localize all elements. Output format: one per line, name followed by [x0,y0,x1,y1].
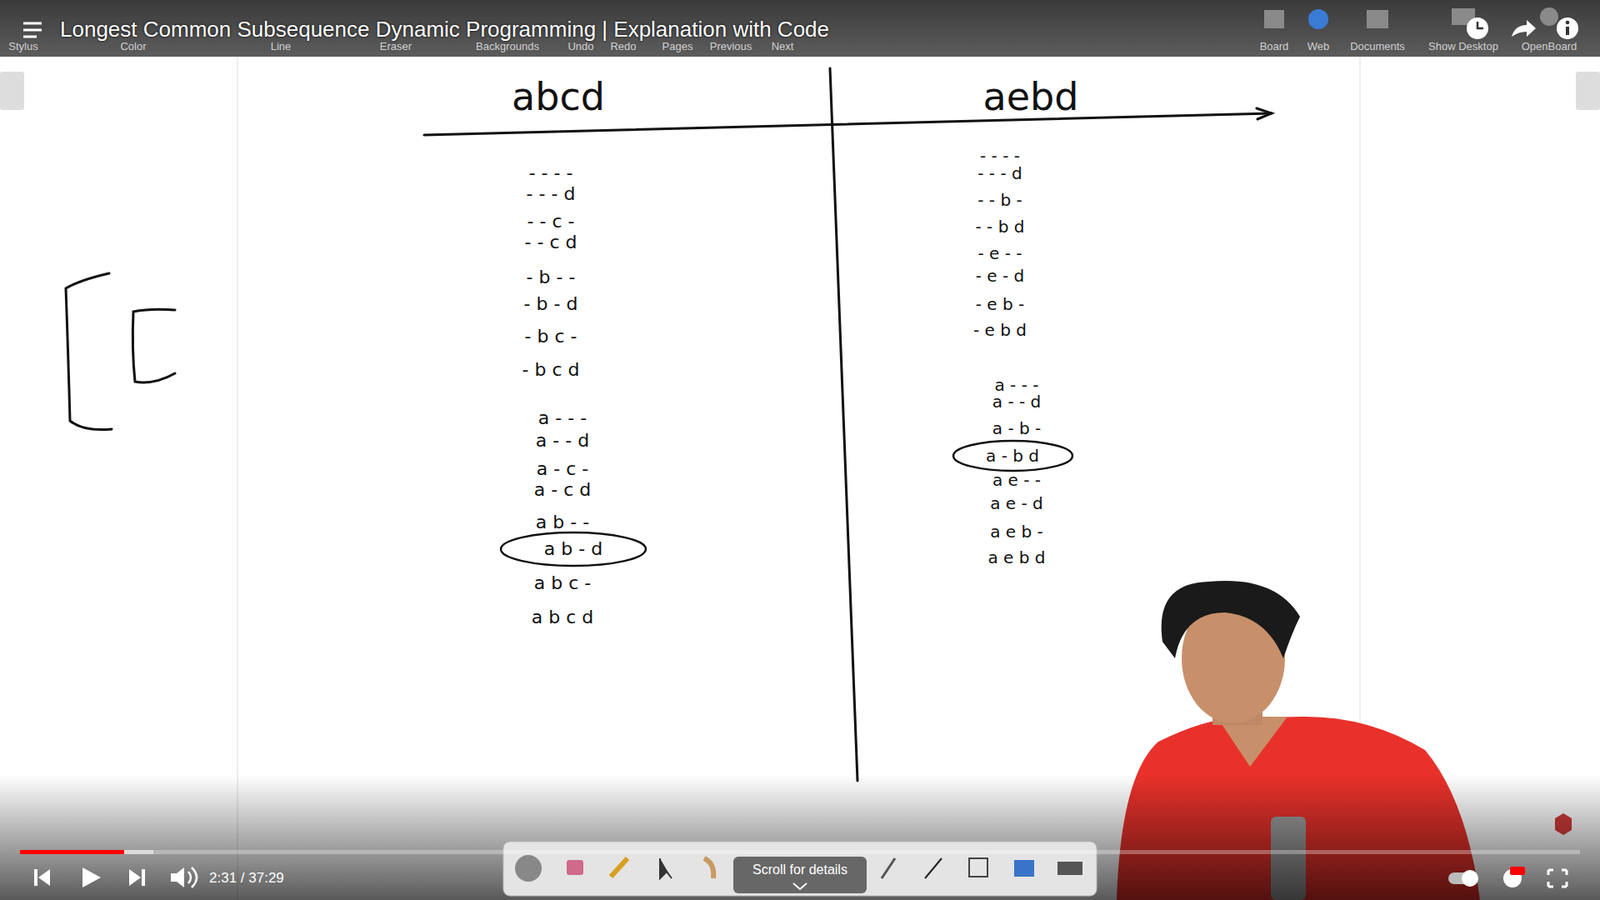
toolbar-label: Backgrounds [475,40,540,53]
menu-icon [23,23,42,37]
string-header: aebd [983,75,1080,119]
subsequence: - - b - [977,190,1022,210]
side-tab [1575,71,1600,110]
toolbar-label: Stylus [8,40,38,53]
circled-subsequence: a b - d [499,530,648,568]
subsequence: - - - d [526,184,576,205]
subsequence: - - - - [529,163,574,184]
subsequence: a - b d [985,446,1040,465]
progress-played [20,850,125,855]
subsequence: a b c - [534,573,591,594]
subsequence: a e - d [990,494,1044,513]
subsequence: a b - - [535,512,590,533]
subsequence: - - - - [980,146,1020,165]
side-tab [0,71,25,110]
oval [500,532,646,566]
top-bar [0,0,1600,57]
time-display: 2:31 / 37:29 [209,870,285,887]
toolbar-label: OpenBoard [1521,40,1578,53]
player-top-icons [1466,17,1579,40]
toolbar-label: Color [120,40,146,53]
subsequence: a - c - [536,459,589,480]
toolbar-label: Previous [710,40,753,53]
toolbar-label: Board [1260,40,1290,53]
subsequence: - - b d [975,217,1025,236]
toolbar-label: Documents [1350,40,1405,53]
toolbar-label: Web [1307,40,1330,53]
toolbar-label: Pages [662,40,694,53]
subsequence: - - - d [977,164,1022,183]
progress-track [20,850,1580,855]
subsequence: a - - - [995,375,1040,395]
subsequence: a b - d [544,539,603,560]
subsequence: a - - d [535,430,590,451]
subsequence: - b c d [522,360,580,380]
toolbar-label: Eraser [380,40,412,53]
toolbar-label: Next [771,40,795,53]
subsequence: - - c - [527,211,575,232]
progress-buffer [20,850,154,855]
subsequence: - e - - [977,244,1022,263]
board-edge [236,56,239,900]
subsequence: - e b d [973,320,1027,340]
brackets [65,273,175,430]
scroll-hint: Scroll for details [752,862,848,878]
toolbar-label: Redo [610,40,636,53]
subsequence: - b - d [524,294,579,315]
subsequence: a - - d [992,392,1041,411]
subsequence: a b c d [531,607,595,628]
subsequence: a - b - [992,419,1041,438]
subsequence: a - c d [534,480,591,500]
chevron [793,883,807,890]
table-lines [424,68,1272,781]
oval [953,440,1073,471]
toolbar-icons [1264,7,1559,30]
subsequence: - e - d [975,266,1025,285]
string-header: abcd [511,75,605,119]
toolbar-label: Undo [567,40,594,53]
subsequence: a e b - [990,522,1044,541]
video-title: Longest Common Subsequence Dynamic Progr… [60,17,830,42]
toolbar-label: Line [270,40,292,53]
subsequence: a e - - [992,470,1041,490]
hint-patch [733,856,867,894]
subsequence: - - c d [525,232,578,253]
subsequence: - b - - [526,267,576,288]
subsequence: a e b d [987,548,1045,567]
board-toolbar [503,841,1097,896]
subsequence: - e b - [975,295,1025,314]
circled-subsequence: a - b d [951,439,1075,473]
subsequence: - b c - [525,326,578,347]
subsequence: a - - - [538,408,587,429]
player-gradient [0,775,1600,900]
toolbar-label: Show Desktop [1428,40,1499,53]
